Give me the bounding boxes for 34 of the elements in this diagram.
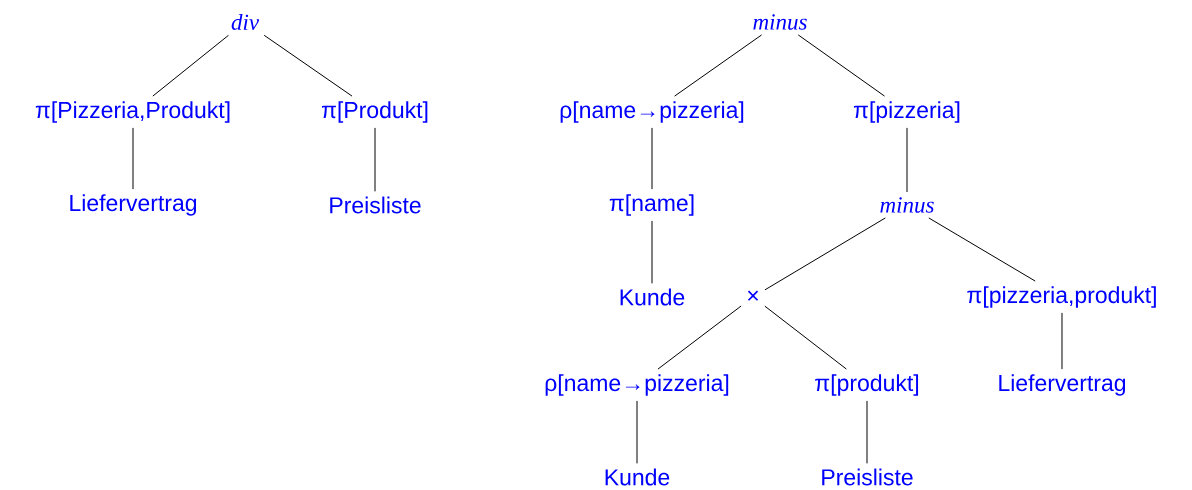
relation-name: Preisliste: [822, 468, 913, 486]
tree-edge: [906, 127, 908, 193]
operator-label: π[pizzeria]: [853, 101, 960, 123]
relation-name: Liefervertrag: [70, 194, 197, 216]
operator-label: π[Produkt]: [321, 101, 428, 123]
operator-label: π[name]: [609, 194, 694, 216]
tree-edge: [928, 217, 1036, 282]
tree-edge: [263, 34, 353, 97]
tree-edge: [152, 34, 229, 97]
tree-edge: [764, 217, 886, 291]
tree-edge: [764, 305, 847, 370]
operator-label: minus: [880, 197, 934, 213]
relation-name: Liefervertrag: [999, 374, 1126, 396]
operator-label: π[Pizzeria,Produkt]: [35, 101, 230, 123]
relation-name: Preisliste: [330, 196, 421, 214]
tree-edge: [797, 34, 886, 97]
tree-edge: [1061, 312, 1063, 370]
tree-edge: [651, 127, 653, 190]
operator-label: minus: [753, 14, 807, 30]
relation-name: Kunde: [620, 288, 685, 306]
operator-label: ×: [747, 290, 759, 301]
tree-edge: [636, 400, 638, 464]
tree-edge: [674, 34, 763, 97]
tree-edge: [651, 220, 653, 284]
tree-edge: [374, 127, 376, 192]
tree-edge: [132, 127, 134, 190]
tree-edge: [866, 400, 868, 464]
operator-label: π[produkt]: [815, 374, 919, 396]
tree-edge: [657, 305, 742, 370]
operator-label: div: [231, 13, 260, 31]
relation-name: Kunde: [605, 468, 670, 486]
operator-label: π[pizzeria,produkt]: [967, 286, 1156, 308]
operator-label: ρ[name→pizzeria]: [545, 374, 729, 396]
operator-label: ρ[name→pizzeria]: [560, 101, 744, 123]
